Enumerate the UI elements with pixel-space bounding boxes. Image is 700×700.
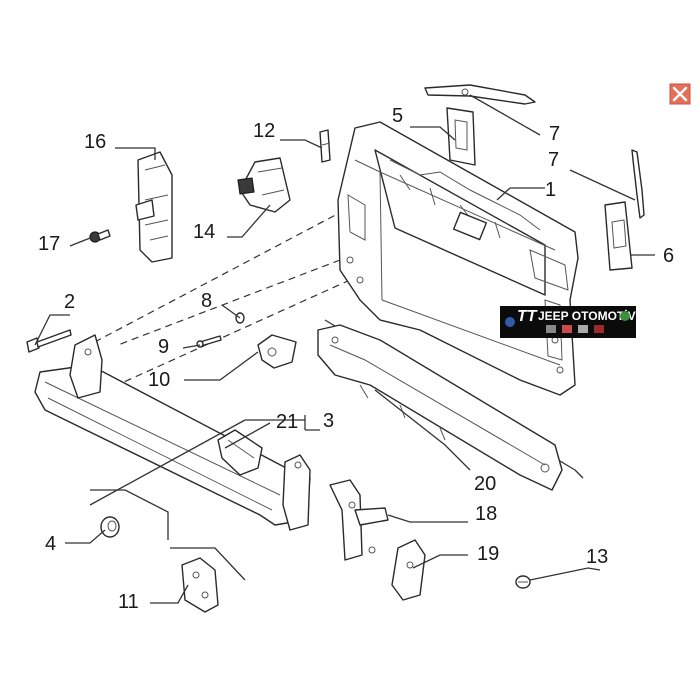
- watermark-logo: TT: [517, 308, 538, 325]
- callout-21: 21: [276, 411, 298, 433]
- callout-4: 4: [45, 533, 56, 555]
- callout-6: 6: [663, 245, 674, 267]
- part-11-mounting-plate: [181, 557, 219, 613]
- callout-14: 14: [193, 221, 215, 243]
- part-6-side-plate: [604, 201, 633, 271]
- part-9-screw: [196, 335, 222, 348]
- part-2-bolt: [26, 329, 72, 353]
- part-18-bracket: [329, 479, 389, 561]
- close-icon: [672, 86, 688, 102]
- callout-3: 3: [323, 410, 334, 432]
- callout-13: 13: [586, 546, 608, 568]
- part-14-sensor-bracket: [237, 157, 291, 213]
- brand-emblem-icon: [620, 311, 630, 321]
- callout-16: 16: [84, 131, 106, 153]
- callout-7-side: 7: [548, 149, 559, 171]
- callout-5: 5: [392, 105, 403, 127]
- part-5-bracket: [446, 107, 476, 166]
- watermark-banner: TT JEEP OTOMOTİV: [500, 306, 636, 338]
- callouts: 1 2 3 4 5 6 7 7 8 9 10 11 12 13 14 16 17…: [38, 105, 674, 613]
- part-4-bushing: [100, 516, 120, 538]
- leader-lines: [34, 94, 655, 604]
- callout-9: 9: [158, 336, 169, 358]
- brand-emblem-icon: [578, 325, 588, 333]
- part-10-bracket: [257, 334, 297, 369]
- callout-2: 2: [64, 291, 75, 313]
- part-3-bumper-beam: [34, 334, 311, 531]
- callout-12: 12: [253, 120, 275, 142]
- callout-11: 11: [118, 591, 139, 613]
- part-21-insert: [217, 429, 263, 476]
- brand-logo-icon: [505, 317, 515, 327]
- part-16-vertical-bracket: [135, 151, 173, 263]
- callout-1: 1: [545, 179, 556, 201]
- part-19-bracket: [391, 539, 426, 601]
- brand-emblem-icon: [594, 325, 604, 333]
- callout-8: 8: [201, 290, 212, 312]
- part-12-clip: [319, 129, 331, 163]
- watermark-text: JEEP OTOMOTİV: [538, 308, 636, 323]
- part-7-upper-bar: [424, 84, 536, 105]
- callout-7-upper: 7: [549, 123, 560, 145]
- brand-emblem-icon: [562, 325, 572, 333]
- part-13-clip: [515, 575, 531, 589]
- close-button[interactable]: [669, 83, 691, 105]
- callout-20: 20: [474, 473, 496, 495]
- part-20-lower-crossmember: [317, 324, 563, 491]
- callout-10: 10: [148, 369, 170, 391]
- part-7-side-strip: [631, 149, 645, 219]
- callout-17: 17: [38, 233, 60, 255]
- brand-emblem-icon: [546, 325, 556, 333]
- callout-18: 18: [475, 503, 497, 525]
- part-17-bolt: [89, 229, 111, 243]
- callout-19: 19: [477, 543, 499, 565]
